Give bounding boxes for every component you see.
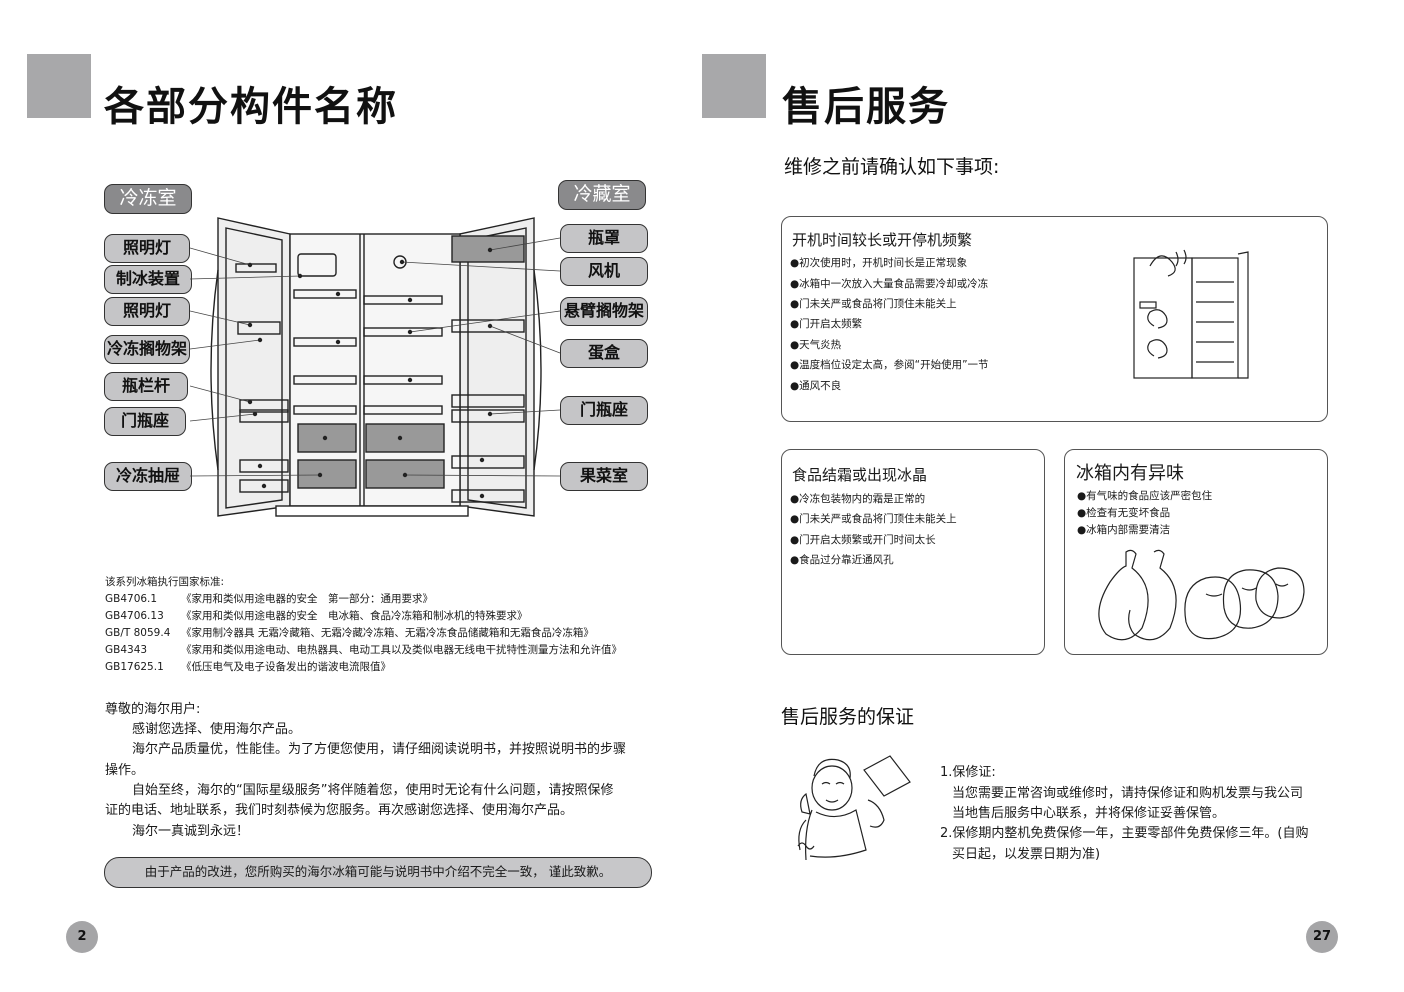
standard-code: GB/T 8059.4	[105, 627, 171, 639]
part-label-freezer-shelf: 冷冻搁物架	[104, 335, 190, 364]
part-label-cantilever-shelf: 悬臂搁物架	[560, 297, 648, 326]
standard-row: GB4706.1 《家用和类似用途电器的安全 第一部分：通用要求》	[105, 591, 433, 606]
warranty-line-4: 2.保修期内整机免费保修一年，主要零部件免费保修三年。(自购	[940, 826, 1309, 841]
standards-intro: 该系列冰箱执行国家标准:	[105, 576, 225, 588]
pre-repair-subtitle: 维修之前请确认如下事项:	[784, 156, 1000, 178]
part-label-light-2: 照明灯	[104, 297, 190, 326]
warranty-heading: 售后服务的保证	[781, 706, 915, 728]
box1-item: ●门开启太频繁	[790, 318, 863, 330]
box2-item: ●门开启太频繁或开门时间太长	[790, 534, 936, 546]
left-header-block	[27, 54, 91, 118]
left-page-title: 各部分构件名称	[104, 84, 398, 130]
box1-item: ●温度档位设定太高，参阅“开始使用”一节	[790, 359, 989, 371]
box2-item: ●冷冻包装物内的霜是正常的	[790, 493, 926, 505]
standard-code: GB4706.1	[105, 593, 158, 605]
standard-text: 《家用和类似用途电器的安全 第一部分：通用要求》	[181, 593, 433, 605]
warranty-line-5: 买日起，以发票日期为准)	[952, 847, 1101, 862]
notice-banner: 由于产品的改进，您所购买的海尔冰箱可能与说明书中介绍不完全一致， 谨此致歉。	[104, 857, 652, 888]
part-label-crisper: 果菜室	[560, 462, 648, 491]
letter-p1: 感谢您选择、使用海尔产品。	[132, 722, 302, 737]
right-header-block	[702, 54, 766, 118]
standard-text: 《低压电气及电子设备发出的谐波电流限值》	[181, 661, 391, 673]
letter-p3a: 自始至终，海尔的“国际星级服务”将伴随着您，使用时无论有什么问题，请按照保修	[132, 783, 614, 798]
open-fridge-illustration	[1133, 249, 1249, 379]
part-label-freezer-drawer: 冷冻抽屉	[104, 462, 192, 491]
box3-item: ●有气味的食品应该严密包住	[1077, 490, 1213, 502]
letter-p2a: 海尔产品质量优，性能佳。为了方便您使用，请仔细阅读说明书，并按照说明书的步骤	[132, 742, 627, 757]
box2-item: ●门未关严或食品将门顶住未能关上	[790, 513, 957, 525]
fridge-label: 冷藏室	[558, 180, 646, 210]
standard-row: GB/T 8059.4 《家用制冷器具 无霜冷藏箱、无霜冷藏冷冻箱、无霜冷冻食品储…	[105, 625, 594, 640]
letter-p3b: 证的电话、地址联系，我们时刻恭候为您服务。再次感谢您选择、使用海尔产品。	[105, 803, 574, 818]
box3-item: ●冰箱内部需要清洁	[1077, 524, 1171, 536]
standard-text: 《家用和类似用途电动、电热器具、电动工具以及类似电器无线电干扰特性测量方法和允许…	[181, 644, 622, 656]
page-number-left: 2	[66, 921, 98, 953]
box1-title: 开机时间较长或开停机频繁	[792, 231, 973, 249]
warranty-line-1: 1.保修证:	[940, 765, 996, 780]
standard-code: GB17625.1	[105, 661, 164, 673]
freezer-label: 冷冻室	[104, 184, 192, 214]
box2-item: ●食品过分靠近通风孔	[790, 554, 894, 566]
standard-code: GB4706.13	[105, 610, 164, 622]
box3-item: ●检查有无变坏食品	[1077, 507, 1171, 519]
box1-item: ●通风不良	[790, 380, 842, 392]
part-label-light-1: 照明灯	[104, 234, 190, 263]
box2-title: 食品结霜或出现冰晶	[792, 466, 928, 484]
letter-p4: 海尔一真诚到永远！	[132, 824, 250, 839]
box3-title: 冰箱内有异味	[1076, 463, 1184, 484]
part-label-bottle-rail: 瓶栏杆	[104, 372, 188, 401]
letter-p2b: 操作。	[105, 763, 145, 778]
part-label-fan: 风机	[560, 257, 648, 286]
warranty-line-3: 当地售后服务中心联系，并将保修证妥善保管。	[952, 806, 1226, 821]
part-label-ice-maker: 制冰装置	[104, 265, 192, 294]
standard-row: GB17625.1 《低压电气及电子设备发出的谐波电流限值》	[105, 659, 391, 674]
box-odor	[1064, 449, 1328, 655]
right-page-title: 售后服务	[782, 84, 950, 130]
part-label-egg-box: 蛋盒	[560, 339, 648, 368]
standard-text: 《家用制冷器具 无霜冷藏箱、无霜冷藏冷冻箱、无霜冷冻食品储藏箱和无霜食品冷冻箱》	[181, 627, 594, 639]
box1-item: ●天气炎热	[790, 339, 842, 351]
food-bags-illustration	[1098, 549, 1305, 641]
part-label-bottle-cover: 瓶罩	[560, 224, 648, 253]
box-long-runtime	[781, 216, 1328, 422]
standard-row: GB4343 《家用和类似用途电动、电热器具、电动工具以及类似电器无线电干扰特性测…	[105, 642, 622, 657]
box1-item: ●初次使用时，开机时间长是正常现象	[790, 257, 968, 269]
part-label-door-bottle-seat-left: 门瓶座	[104, 407, 186, 436]
standard-code: GB4343	[105, 644, 148, 656]
box1-item: ●冰箱中一次放入大量食品需要冷却或冷冻	[790, 278, 989, 290]
fridge-diagram	[190, 217, 561, 517]
part-label-door-bottle-seat-right: 门瓶座	[560, 396, 648, 425]
letter-greeting: 尊敬的海尔用户:	[105, 702, 201, 717]
box1-item: ●门未关严或食品将门顶住未能关上	[790, 298, 957, 310]
box-frost-crystals	[781, 449, 1045, 655]
phone-man-illustration	[797, 755, 911, 861]
page-number-right: 27	[1306, 921, 1338, 953]
warranty-line-2: 当您需要正常咨询或维修时，请持保修证和购机发票与我公司	[952, 786, 1304, 801]
standard-text: 《家用和类似用途电器的安全 电冰箱、食品冷冻箱和制冰机的特殊要求》	[181, 610, 528, 622]
standard-row: GB4706.13 《家用和类似用途电器的安全 电冰箱、食品冷冻箱和制冰机的特殊要…	[105, 608, 528, 623]
